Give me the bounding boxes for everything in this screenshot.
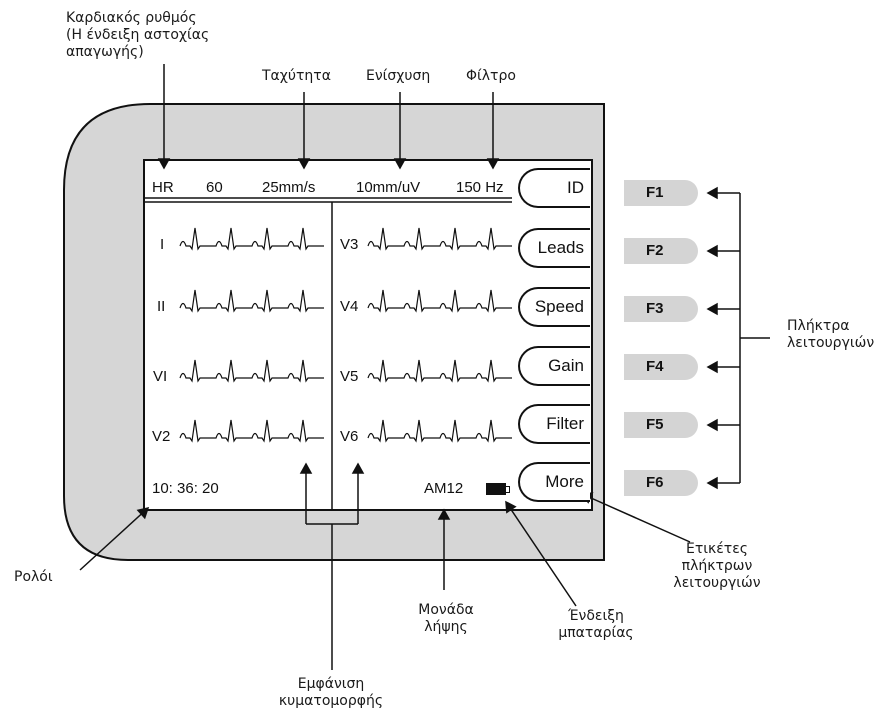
softkey-more[interactable]: More (518, 462, 590, 502)
arrowhead (706, 244, 718, 258)
arrowhead (505, 500, 517, 514)
callout-line (581, 493, 691, 543)
hr-value: 60 (206, 179, 223, 196)
lead-label-V5: V5 (340, 368, 359, 385)
arrowhead (437, 508, 451, 520)
ecg-trace (367, 419, 512, 443)
battery-callout: Ένδειξη μπαταρίας (558, 608, 634, 641)
softkey-speed[interactable]: Speed (518, 287, 590, 327)
callout-arrows (79, 64, 770, 670)
function-key-f6[interactable]: F6 (624, 470, 698, 496)
arrowhead (706, 186, 718, 200)
hr-label: HR (152, 179, 174, 196)
ecg-trace (179, 289, 324, 313)
lead-label-V3: V3 (340, 236, 359, 253)
lead-label-V4: V4 (340, 298, 359, 315)
module-display: AM12 (424, 480, 464, 497)
arrowhead (297, 158, 311, 170)
callout-line (79, 507, 149, 571)
function-key-f5[interactable]: F5 (624, 412, 698, 438)
ecg-trace (179, 359, 324, 383)
battery-icon (486, 483, 506, 495)
function-key-f3[interactable]: F3 (624, 296, 698, 322)
arrowhead (706, 302, 718, 316)
lead-label-VI: VI (153, 368, 168, 385)
arrowhead (299, 462, 313, 474)
arrowhead (706, 360, 718, 374)
arrowhead (486, 158, 500, 170)
lead-label-V6: V6 (340, 428, 359, 445)
arrowhead (136, 506, 150, 520)
clock-display: 10: 36: 20 (152, 480, 219, 497)
ecg-trace (367, 289, 512, 313)
softkey-id[interactable]: ID (518, 168, 590, 208)
ecg-trace (179, 227, 324, 251)
arrowhead (351, 462, 365, 474)
arrowhead (157, 158, 171, 170)
speed-value: 25mm/s (262, 179, 316, 196)
gain-callout: Ενίσχυση (366, 68, 431, 84)
ecg-trace (367, 227, 512, 251)
function-keys-callout: Πλήκτρα λειτουργιών (787, 318, 875, 351)
lead-label-I: I (160, 236, 165, 253)
waveform-callout: Εμφάνιση κυματομορφής (278, 676, 384, 709)
softkey-leads[interactable]: Leads (518, 228, 590, 268)
speed-callout: Ταχύτητα (262, 68, 331, 84)
display-screen (143, 159, 593, 511)
arrowhead (706, 476, 718, 490)
softkey-labels-callout: Ετικέτες πλήκτρων λειτουργιών (673, 541, 761, 591)
filter-callout: Φίλτρο (466, 68, 516, 84)
gain-value: 10mm/uV (356, 179, 421, 196)
battery-tip (505, 486, 510, 493)
lead-label-V2: V2 (152, 428, 171, 445)
module-callout: Μονάδα λήψης (418, 602, 474, 635)
filter-value: 150 Hz (456, 179, 504, 196)
arrowhead (706, 418, 718, 432)
softkey-gain[interactable]: Gain (518, 346, 590, 386)
function-key-f2[interactable]: F2 (624, 238, 698, 264)
softkey-filter[interactable]: Filter (518, 404, 590, 444)
clock-callout: Ρολόι (14, 569, 53, 585)
ecg-trace (179, 419, 324, 443)
waveforms (179, 227, 512, 443)
ecg-trace (367, 359, 512, 383)
heart-rate-callout: Καρδιακός ρυθμός (Η ένδειξη αστοχίας απα… (66, 10, 210, 60)
function-key-f4[interactable]: F4 (624, 354, 698, 380)
function-key-f1[interactable]: F1 (624, 180, 698, 206)
arrowhead (393, 158, 407, 170)
callout-line (505, 501, 577, 607)
lead-label-II: II (157, 298, 166, 315)
